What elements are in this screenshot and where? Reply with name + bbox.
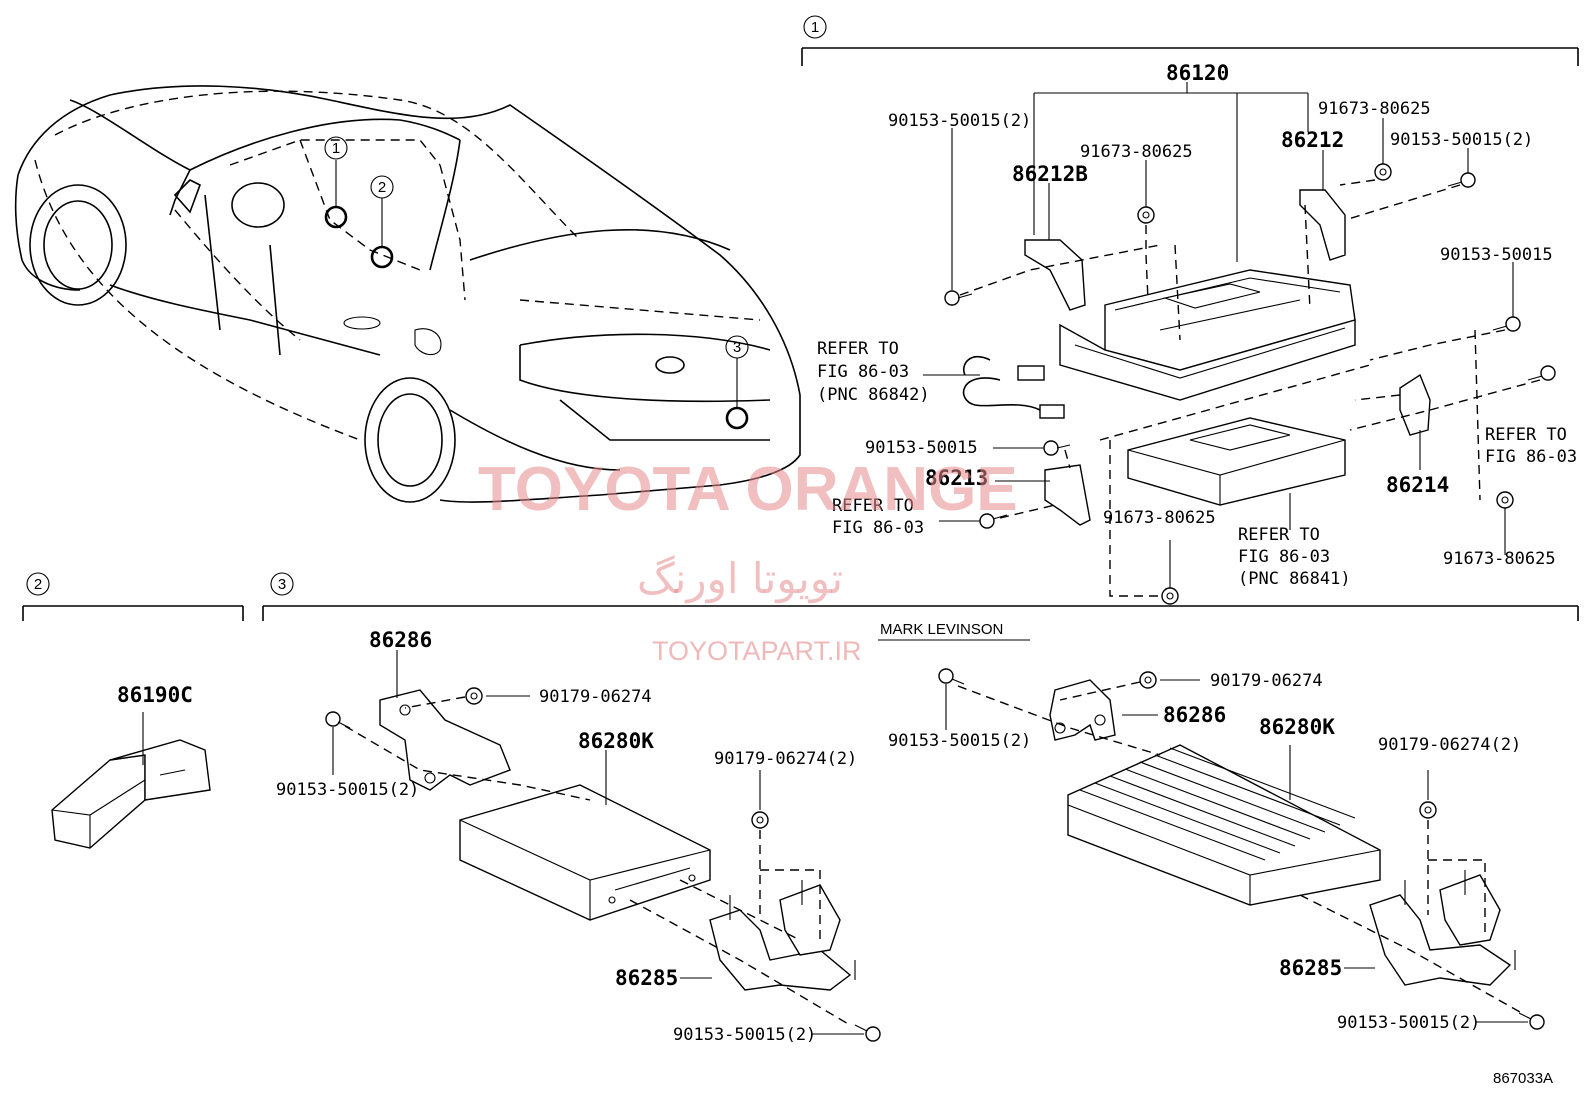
bolt-icon	[938, 668, 965, 685]
figure-code: 867033A	[1493, 1070, 1553, 1087]
section-2-drawing	[51, 712, 211, 849]
part-86120: 86120	[1166, 61, 1229, 85]
refer-note-d: REFER TO FIG 86-03	[1485, 425, 1577, 467]
refer-b-line-2: FIG 86-03	[832, 518, 924, 538]
refer-d-line-2: FIG 86-03	[1485, 447, 1577, 467]
part-86213: 86213	[925, 466, 988, 490]
watermark-brand-fa: تویوتا اورنگ	[637, 554, 843, 603]
bolt-icon	[1043, 440, 1071, 456]
part-90153-50015-2-a: 90153-50015(2)	[888, 111, 1031, 131]
refer-a-line-2: FIG 86-03	[817, 362, 909, 382]
bolt-icon	[854, 1024, 881, 1042]
bolt-icon	[325, 711, 351, 729]
mark-levinson-label: MARK LEVINSON	[880, 621, 1003, 638]
section-3-left-drawing	[325, 650, 881, 1042]
part-86212B: 86212B	[1012, 162, 1088, 186]
part-90179-06274-a: 90179-06274	[539, 687, 652, 707]
bolt-icon	[1518, 1012, 1545, 1030]
refer-d-line-1: REFER TO	[1485, 425, 1567, 445]
refer-note-b: REFER TO FIG 86-03	[832, 496, 924, 538]
part-86285-b: 86285	[1279, 956, 1342, 980]
section-1-drawing	[923, 82, 1556, 605]
nut-icon	[751, 811, 769, 829]
part-90153-50015-2-e: 90153-50015(2)	[276, 780, 419, 800]
section-1-bracket: 1	[801, 15, 1579, 66]
nut-icon	[1496, 491, 1514, 509]
bolt-icon	[1527, 365, 1556, 381]
refer-c-line-1: REFER TO	[1238, 525, 1320, 545]
part-91673-80625-a: 91673-80625	[1080, 142, 1193, 162]
part-90153-50015-d: 90153-50015	[865, 438, 978, 458]
part-90153-50015-2-h: 90153-50015(2)	[1337, 1013, 1480, 1033]
part-86285-a: 86285	[615, 966, 678, 990]
nut-icon	[1419, 801, 1437, 819]
nut-icon	[1161, 587, 1179, 605]
watermark-url: TOYOTAPART.IR	[652, 636, 862, 666]
car-marker-1: 1	[332, 140, 340, 157]
nut-icon	[1137, 206, 1155, 224]
refer-note-c: REFER TO FIG 86-03 (PNC 86841)	[1238, 525, 1351, 589]
section-3-marker: 3	[278, 576, 286, 593]
refer-a-line-3: (PNC 86842)	[817, 385, 930, 405]
part-90179-06274-2-b: 90179-06274(2)	[1378, 735, 1521, 755]
car-overview: 1 2 3	[14, 85, 801, 503]
part-86214: 86214	[1386, 473, 1449, 497]
bolt-icon	[944, 290, 973, 306]
part-90153-50015-2-f: 90153-50015(2)	[673, 1025, 816, 1045]
part-86280K-a: 86280K	[578, 729, 654, 753]
part-90153-50015-c: 90153-50015	[1440, 245, 1553, 265]
section-3-bracket: 3	[262, 572, 1579, 621]
part-86212: 86212	[1281, 128, 1344, 152]
section-3-right-drawing	[938, 668, 1545, 1030]
refer-b-line-1: REFER TO	[832, 496, 914, 516]
part-90179-06274-2-a: 90179-06274(2)	[714, 749, 857, 769]
part-91673-80625-d: 91673-80625	[1443, 549, 1556, 569]
car-marker-3: 3	[733, 339, 741, 356]
refer-c-line-3: (PNC 86841)	[1238, 569, 1351, 589]
bolt-icon	[1492, 316, 1521, 332]
part-90153-50015-2-g: 90153-50015(2)	[888, 731, 1031, 751]
part-86286-a: 86286	[369, 628, 432, 652]
section-2-bracket: 2	[22, 572, 244, 621]
part-91673-80625-c: 91673-80625	[1103, 508, 1216, 528]
car-marker-2: 2	[378, 179, 386, 196]
section-1-marker: 1	[811, 19, 819, 36]
part-90153-50015-2-b: 90153-50015(2)	[1390, 130, 1533, 150]
section-2-marker: 2	[34, 576, 42, 593]
part-90179-06274-b: 90179-06274	[1210, 671, 1323, 691]
nut-icon	[1139, 671, 1157, 689]
bolt-icon	[1447, 172, 1476, 188]
part-86286-b: 86286	[1163, 703, 1226, 727]
refer-c-line-2: FIG 86-03	[1238, 547, 1330, 567]
nut-icon	[1374, 163, 1392, 181]
watermark-brand: TOYOTA ORANGE	[478, 455, 1018, 524]
refer-note-a: REFER TO FIG 86-03 (PNC 86842)	[817, 339, 930, 405]
refer-a-line-1: REFER TO	[817, 339, 899, 359]
part-86280K-b: 86280K	[1259, 715, 1335, 739]
nut-icon	[465, 687, 483, 705]
part-91673-80625-b: 91673-80625	[1318, 99, 1431, 119]
part-86190C: 86190C	[117, 683, 193, 707]
